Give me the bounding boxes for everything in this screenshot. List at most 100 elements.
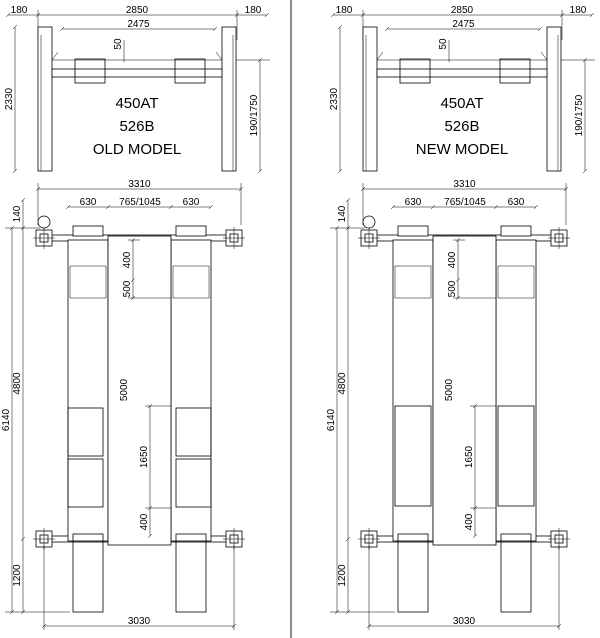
front-wheel-left	[397, 533, 429, 613]
dimension-label: 4800	[12, 372, 23, 395]
dimension-label: 5000	[444, 378, 455, 401]
dimension-label: 1650	[139, 445, 150, 468]
dimension-label: 50	[113, 38, 124, 50]
slip-plate-right	[497, 405, 535, 507]
dimension-tick	[345, 609, 351, 615]
dimension-label: 50	[438, 38, 449, 50]
model-label: NEW MODEL	[416, 141, 509, 158]
dimension-tick	[20, 225, 26, 231]
dimension-tick	[257, 57, 263, 63]
dimension-label: 6140	[326, 408, 337, 431]
dimension-tick	[168, 204, 174, 210]
dimension-label: 500	[122, 280, 133, 297]
dimension-label: 400	[464, 513, 475, 530]
dimension-tick	[556, 623, 562, 629]
dimension-label: 630	[405, 197, 422, 208]
dimension-tick	[257, 168, 263, 174]
model-number: 450AT	[440, 95, 483, 112]
front-wheel-right	[500, 533, 532, 613]
dimension-label: 190/1750	[249, 94, 260, 136]
dimension-tick	[345, 197, 351, 203]
ramp-top-right	[175, 225, 207, 237]
dimension-tick	[330, 12, 336, 18]
dimension-tick	[334, 225, 340, 231]
dimension-tick	[472, 533, 478, 539]
dimension-label: 400	[139, 513, 150, 530]
dimension-label: 4800	[337, 372, 348, 395]
wheel-right	[174, 58, 206, 84]
dimension-tick	[455, 277, 461, 283]
dimension-label: 1200	[12, 564, 23, 587]
dimension-label: 2850	[451, 5, 474, 16]
dimension-tick	[9, 609, 15, 615]
turn-plate-left-a	[67, 407, 104, 457]
dimension-label: 2850	[126, 5, 149, 16]
turn-plate-left-b	[67, 458, 104, 508]
power-unit-icon	[37, 215, 51, 229]
wheel-left	[399, 58, 431, 84]
dimension-tick	[9, 225, 15, 231]
plate-left-top	[69, 265, 107, 299]
turn-plate-right-b	[175, 458, 212, 508]
right-column	[546, 26, 562, 172]
dimension-label: 140	[337, 205, 348, 222]
dimension-tick	[390, 204, 396, 210]
dimension-tick	[231, 623, 237, 629]
plate-right-top	[497, 265, 535, 299]
model-label: OLD MODEL	[93, 141, 181, 158]
dimension-tick	[337, 168, 343, 174]
dimension-label: 140	[12, 205, 23, 222]
dimension-tick	[208, 204, 214, 210]
crossbar-brace	[51, 51, 59, 61]
dimension-label: 3030	[453, 616, 476, 627]
dimension-label: 3030	[128, 616, 151, 627]
runway-left	[67, 239, 109, 542]
dimension-tick	[130, 277, 136, 283]
runway-right	[170, 239, 212, 542]
dimension-tick	[493, 204, 499, 210]
dimension-tick	[582, 57, 588, 63]
plate-left-top	[394, 265, 432, 299]
dimension-tick	[20, 609, 26, 615]
dimension-label: 1650	[464, 445, 475, 468]
dimension-tick	[384, 26, 390, 32]
dimension-tick	[12, 168, 18, 174]
dimension-label: 180	[570, 5, 587, 16]
dimension-tick	[41, 623, 47, 629]
wheel-right	[499, 58, 531, 84]
dimension-label: 180	[245, 5, 262, 16]
model-variant: 526B	[119, 118, 154, 135]
dimension-tick	[472, 505, 478, 511]
dimension-tick	[366, 623, 372, 629]
dimension-label: 180	[336, 5, 353, 16]
dimension-tick	[533, 204, 539, 210]
lift-crossbar	[376, 68, 548, 78]
dimension-label: 180	[11, 5, 28, 16]
crossbar-brace	[540, 51, 548, 61]
left-column	[37, 26, 53, 172]
dimension-tick	[582, 168, 588, 174]
dimension-tick	[59, 26, 65, 32]
dimension-label: 500	[447, 280, 458, 297]
dimension-label: 2330	[329, 87, 340, 110]
center-tray	[432, 235, 497, 546]
turn-plate-right-a	[175, 407, 212, 457]
dimension-tick	[430, 204, 436, 210]
dimension-label: 1200	[337, 564, 348, 587]
ramp-top-right	[500, 225, 532, 237]
dimension-tick	[20, 536, 26, 542]
dimension-tick	[345, 225, 351, 231]
plate-right-top	[172, 265, 210, 299]
dimension-label: 3310	[453, 179, 476, 190]
dimension-label: 400	[447, 251, 458, 268]
dimension-tick	[147, 533, 153, 539]
dimension-label: 2475	[452, 19, 475, 30]
model-variant: 526B	[444, 118, 479, 135]
slip-plate-left	[394, 405, 432, 507]
wheel-left	[74, 58, 106, 84]
crossbar-brace	[376, 51, 384, 61]
ramp-top-left	[72, 225, 104, 237]
dimension-tick	[5, 12, 11, 18]
dimension-label: 765/1045	[119, 197, 161, 208]
